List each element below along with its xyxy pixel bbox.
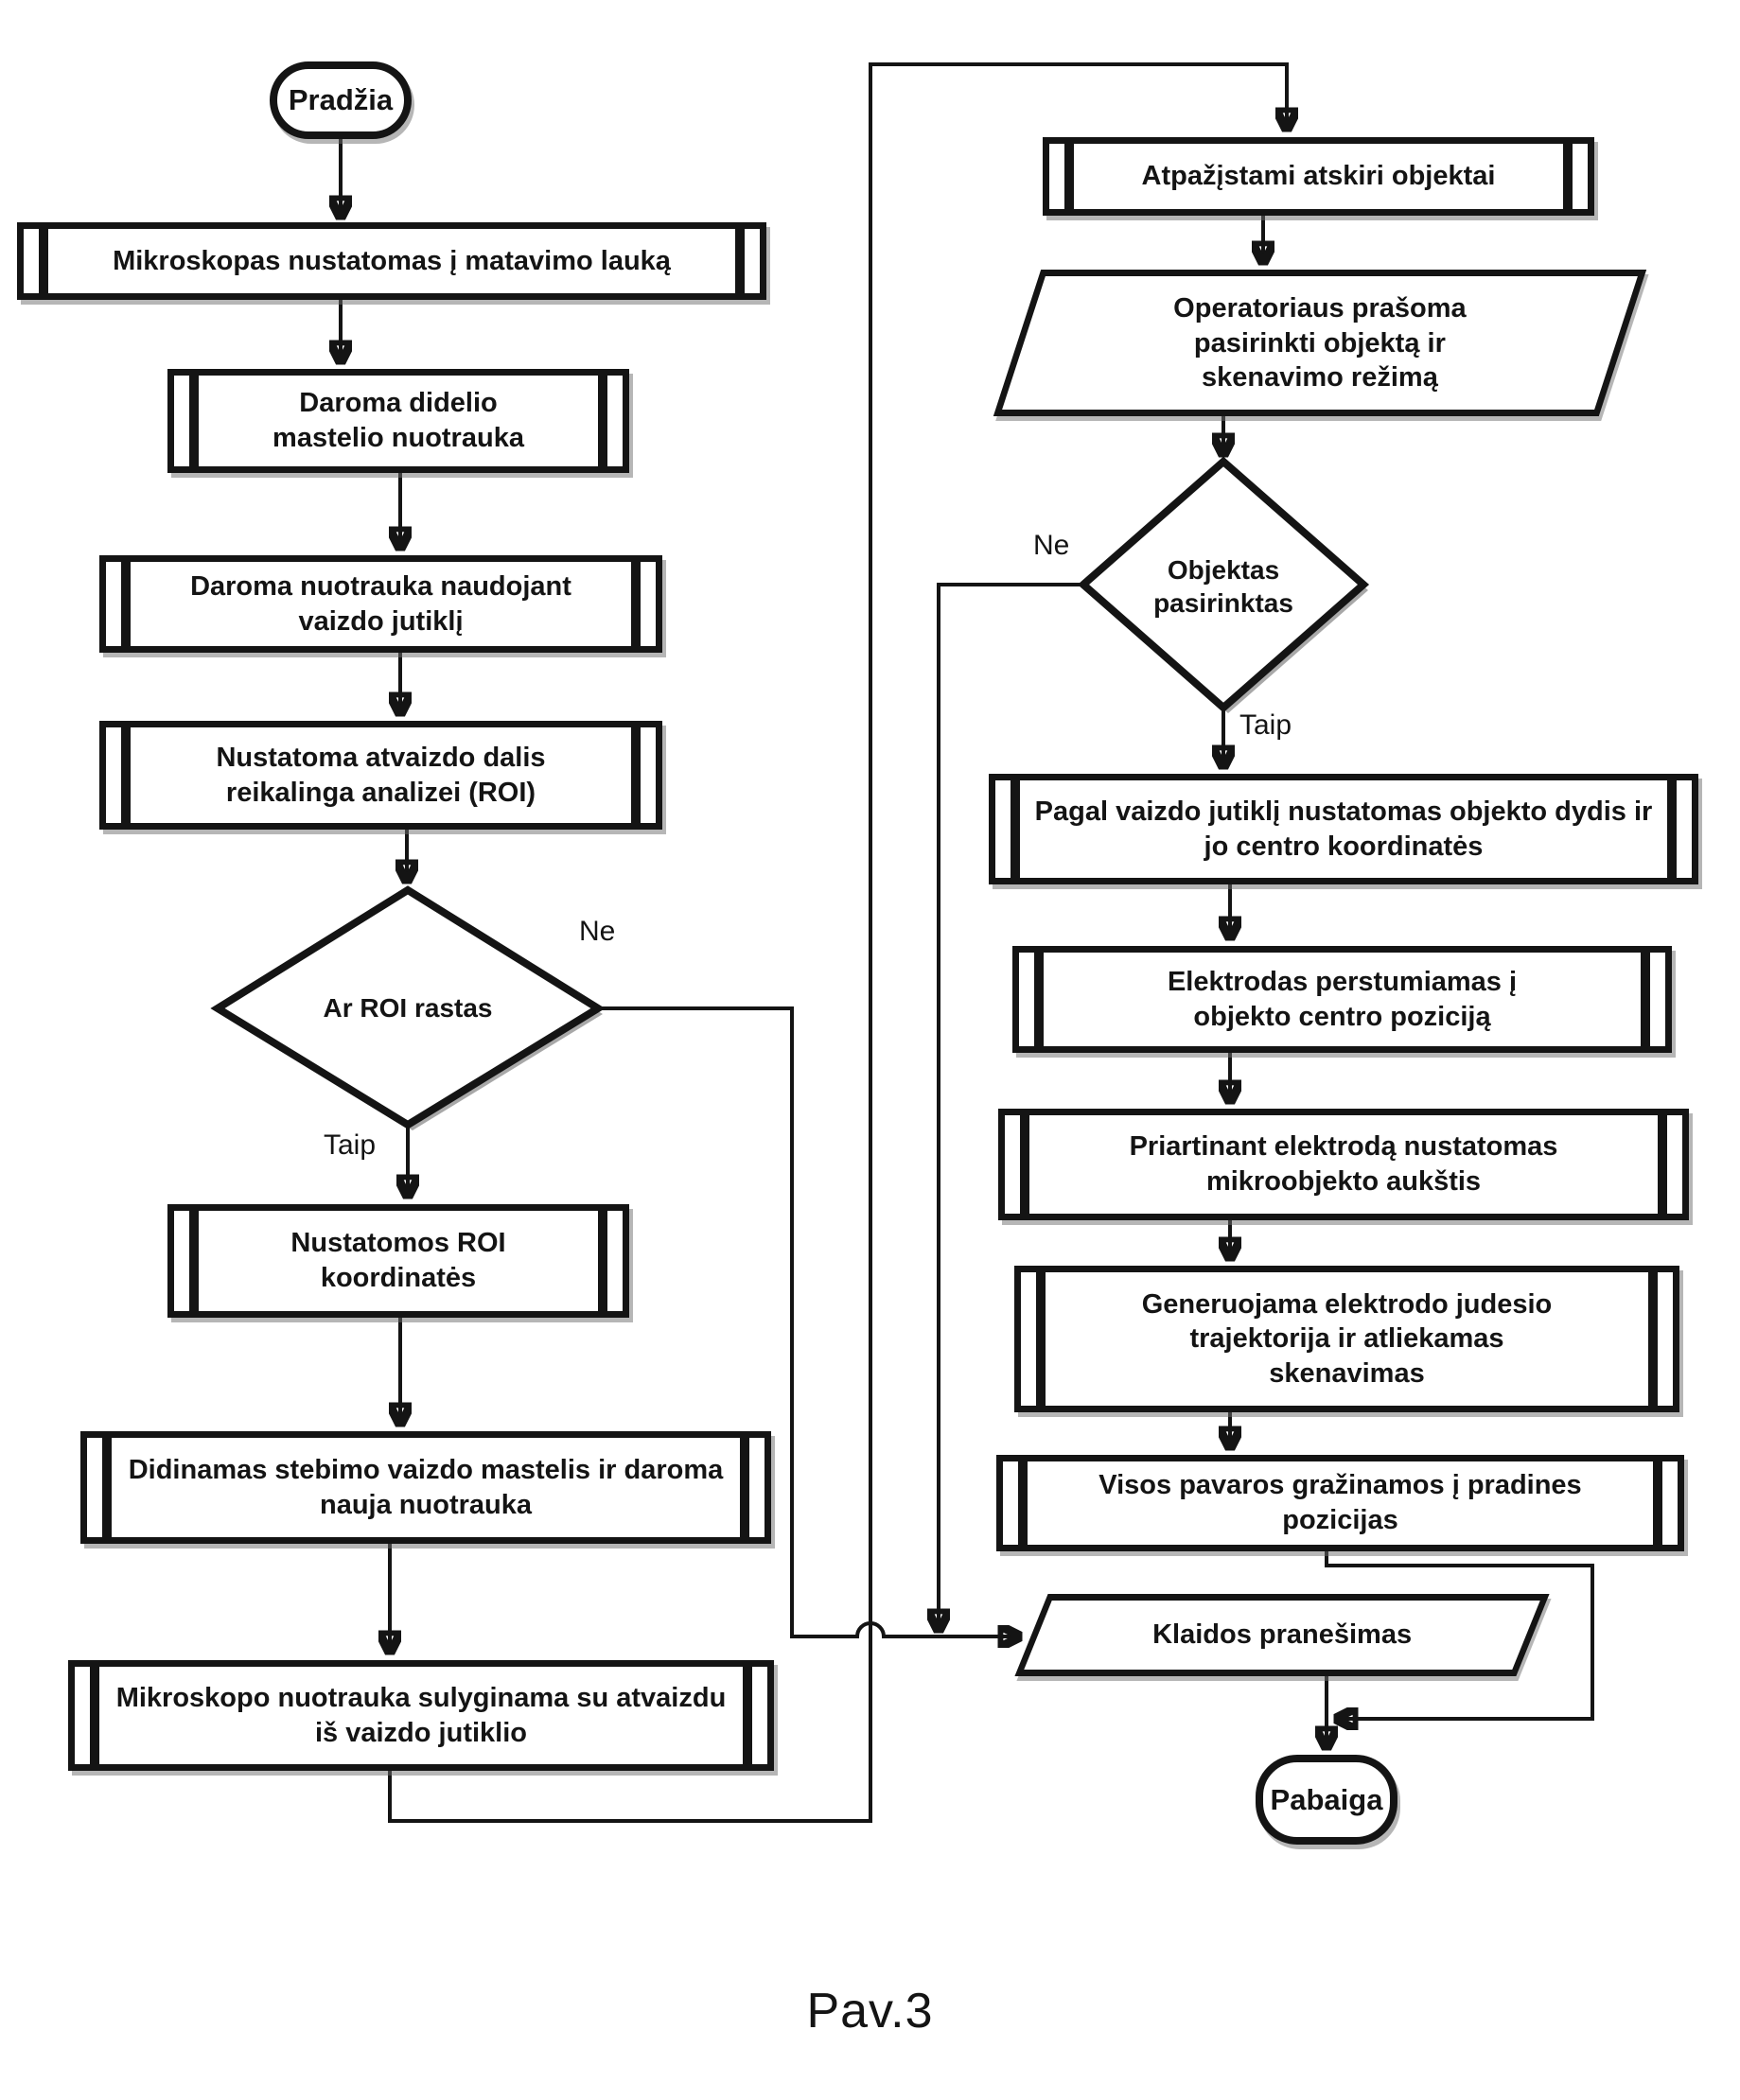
process-drives-return-label: Visos pavaros gražinamos į pradines pozi… bbox=[1098, 1470, 1582, 1535]
process-object-size-coords-label: Pagal vaizdo jutiklį nustatomas objekto … bbox=[1034, 796, 1653, 862]
label-roi-no: Ne bbox=[579, 916, 616, 947]
process-roi-coordinates-label: Nustatomos ROI koordinatės bbox=[290, 1228, 506, 1293]
decision-object-selected-label: Objektas pasirinktas bbox=[1153, 554, 1293, 618]
start-terminal: Pradžia bbox=[270, 61, 412, 139]
decision-roi-found-label: Ar ROI rastas bbox=[323, 993, 493, 1024]
process-zoom-new-photo-label: Didinamas stebimo vaizdo mastelis ir dar… bbox=[128, 1454, 724, 1520]
label-roi-yes: Taip bbox=[324, 1129, 377, 1161]
process-microscope-setup-label: Mikroskopas nustatomas į matavimo lauką bbox=[113, 245, 671, 276]
process-electrode-move-label: Elektrodas perstumiamas į objekto centro… bbox=[1167, 966, 1518, 1032]
label-object-no: Ne bbox=[1033, 530, 1070, 561]
process-electrode-height-label: Priartinant elektrodą nustatomas mikroob… bbox=[1129, 1131, 1558, 1197]
edge-d2-no-merge bbox=[939, 583, 1083, 1629]
process-recognize-objects-label: Atpažįstami atskiri objektai bbox=[1141, 161, 1496, 192]
edge-r6-merge-end bbox=[1325, 1551, 1594, 1719]
process-zoom-new-photo: Didinamas stebimo vaizdo mastelis ir dar… bbox=[80, 1431, 771, 1544]
process-trajectory-scan: Generuojama elektrodo judesio trajektori… bbox=[1014, 1266, 1679, 1412]
process-object-size-coords: Pagal vaizdo jutiklį nustatomas objekto … bbox=[989, 774, 1698, 884]
process-roi-detection: Nustatoma atvaizdo dalis reikalinga anal… bbox=[99, 721, 662, 830]
process-drives-return: Visos pavaros gražinamos į pradines pozi… bbox=[996, 1455, 1684, 1551]
process-trajectory-scan-label: Generuojama elektrodo judesio trajektori… bbox=[1141, 1288, 1553, 1389]
process-sensor-photo-label: Daroma nuotrauka naudojant vaizdo jutikl… bbox=[190, 570, 571, 637]
label-object-yes: Taip bbox=[1239, 709, 1292, 741]
process-roi-coordinates: Nustatomos ROI koordinatės bbox=[167, 1204, 629, 1318]
process-sensor-photo: Daroma nuotrauka naudojant vaizdo jutikl… bbox=[99, 555, 662, 653]
process-recognize-objects: Atpažįstami atskiri objektai bbox=[1043, 137, 1594, 216]
figure-caption: Pav.3 bbox=[806, 1984, 934, 2039]
end-terminal-label: Pabaiga bbox=[1270, 1782, 1383, 1816]
process-large-scale-photo: Daroma didelio mastelio nuotrauka bbox=[167, 369, 629, 473]
start-terminal-label: Pradžia bbox=[288, 83, 394, 117]
io-error-message: Klaidos pranešimas bbox=[1014, 1594, 1550, 1676]
io-operator-select: Operatoriaus prašoma pasirinkti objektą … bbox=[993, 270, 1647, 416]
process-compare-images: Mikroskopo nuotrauka sulyginama su atvai… bbox=[68, 1660, 774, 1771]
io-operator-select-label: Operatoriaus prašoma pasirinkti objektą … bbox=[1173, 292, 1467, 393]
process-microscope-setup: Mikroskopas nustatomas į matavimo lauką bbox=[17, 222, 766, 300]
end-terminal: Pabaiga bbox=[1256, 1755, 1397, 1845]
process-roi-detection-label: Nustatoma atvaizdo dalis reikalinga anal… bbox=[216, 742, 546, 808]
process-electrode-move: Elektrodas perstumiamas į objekto centro… bbox=[1012, 946, 1672, 1053]
io-error-message-label: Klaidos pranešimas bbox=[1152, 1619, 1412, 1651]
process-large-scale-photo-label: Daroma didelio mastelio nuotrauka bbox=[272, 388, 524, 453]
edge-d1-no-io2 bbox=[598, 1006, 1018, 1636]
process-compare-images-label: Mikroskopo nuotrauka sulyginama su atvai… bbox=[115, 1682, 727, 1748]
process-electrode-height: Priartinant elektrodą nustatomas mikroob… bbox=[998, 1109, 1689, 1220]
edge-p7-feedback-r1 bbox=[388, 62, 1287, 1823]
